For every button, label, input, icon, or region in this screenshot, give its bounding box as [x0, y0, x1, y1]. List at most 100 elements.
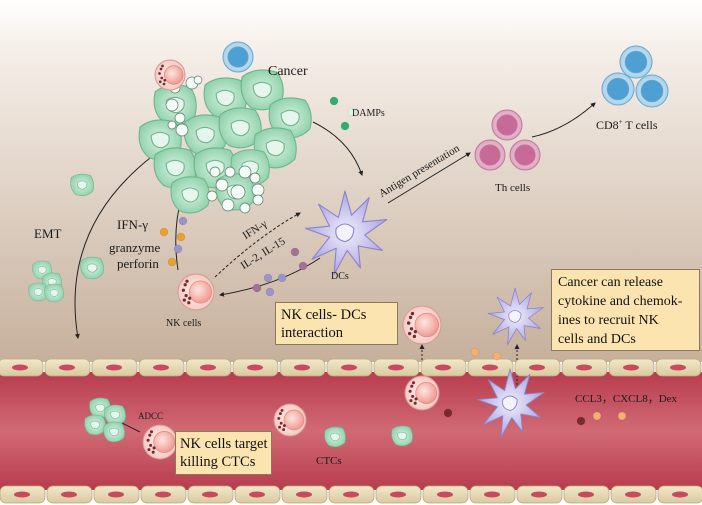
box-line: cells and DCs	[558, 332, 636, 347]
nk-granule	[158, 80, 162, 84]
lymphocyte	[619, 45, 653, 79]
endothelial-nucleus	[670, 364, 686, 371]
nk-granule	[148, 433, 152, 437]
ifn-gamma-dashed-arrow	[214, 212, 301, 278]
nk-cell-nucleus	[153, 431, 176, 453]
th-to-cd8-arrow	[531, 102, 596, 138]
dendritic-cell	[487, 287, 544, 346]
box-line: NK cells target	[180, 436, 268, 452]
nk-cell-nucleus	[164, 65, 184, 85]
label-nk-cells: NK cells	[166, 318, 202, 329]
endothelial-nucleus	[296, 491, 312, 498]
label-cd8-t-cells: CD8+ T cells	[596, 118, 658, 133]
cytokine-dot	[298, 261, 308, 271]
nk-granule	[407, 331, 412, 336]
antigen-presentation-arrow	[387, 152, 471, 204]
endothelial-nucleus	[200, 364, 216, 371]
cancer-cell	[104, 404, 126, 426]
cytokine-dot	[173, 244, 183, 254]
label-adcc: ADCC	[138, 411, 164, 421]
vesicle	[193, 75, 203, 85]
endothelial-nucleus	[343, 491, 359, 498]
cd8-text: CD8	[596, 118, 619, 132]
nk-granule	[147, 448, 151, 452]
lymphocyte	[635, 74, 669, 108]
vesicle	[174, 112, 186, 124]
t-cells-text: T cells	[622, 118, 658, 132]
endothelial-nucleus	[388, 364, 404, 371]
label-perforin: perforin	[117, 256, 159, 271]
nk-granule	[410, 311, 415, 316]
box-line: NK cells- DCs	[281, 307, 367, 323]
dendritic-cell-nucleus	[502, 395, 518, 411]
small-cells	[28, 41, 669, 460]
dendritic-cell	[304, 190, 388, 276]
nk-granule	[149, 443, 153, 447]
box-nk-dc-interaction: NK cells- DCs interaction	[275, 302, 398, 345]
cancer-cell-nucleus	[33, 288, 43, 296]
cancer-cell	[391, 425, 413, 447]
nk-cell-nucleus	[415, 382, 438, 404]
label-emt: EMT	[34, 226, 62, 241]
vesicle	[230, 184, 246, 200]
cd8-superscript: +	[618, 118, 623, 126]
cytokine-dot	[178, 216, 188, 226]
cancer-cell	[218, 107, 262, 149]
nk-granule	[409, 327, 414, 331]
label-dcs: DCs	[331, 271, 349, 282]
box-nk-target: NK cells target killing CTCs	[175, 431, 272, 475]
nk-granule	[181, 288, 186, 292]
label-cancer: Cancer	[268, 64, 308, 79]
nk-cell	[177, 273, 215, 311]
nk-granule	[278, 425, 282, 429]
vesicle	[206, 190, 218, 202]
cancer-cell	[183, 114, 227, 156]
endothelial-nucleus	[106, 364, 122, 371]
nk-granule	[277, 416, 281, 420]
cancer-cell-nucleus	[95, 403, 105, 413]
cancer-cell	[240, 69, 284, 111]
endothelial-nucleus	[390, 491, 406, 498]
nk-cell	[273, 403, 307, 437]
cancer-cell	[84, 414, 106, 436]
nk-granule	[413, 401, 417, 405]
label-ctcs: CTCs	[316, 455, 342, 467]
vesicle	[239, 202, 251, 214]
cancer-cell-nucleus	[265, 139, 285, 157]
cancer-cell	[80, 256, 104, 280]
vesicle	[165, 98, 179, 112]
cytokine-dot	[265, 287, 275, 297]
endothelial-nucleus	[623, 364, 639, 371]
cancer-cell	[103, 421, 125, 443]
cancer-cluster	[138, 69, 312, 214]
lymphocyte	[474, 139, 506, 171]
endothelial-nucleus	[341, 364, 357, 371]
nk-granule	[282, 424, 286, 428]
vesicle	[251, 183, 265, 197]
lymphocyte	[491, 109, 523, 141]
cytokine-dot	[159, 227, 169, 237]
endothelial-nucleus	[14, 491, 30, 498]
endothelial-nucleus	[576, 364, 592, 371]
cancer-cell-nucleus	[195, 126, 215, 144]
vesicle	[238, 165, 252, 179]
endothelial-nucleus	[61, 491, 77, 498]
dendritic-cell-nucleus	[335, 223, 355, 243]
cytokine-dot	[290, 247, 300, 257]
nk-granule	[412, 334, 417, 339]
dendritic-cell-nucleus	[508, 310, 522, 323]
il2-il15-arrow	[219, 257, 321, 297]
endothelial-nucleus	[529, 364, 545, 371]
nk-granule	[187, 301, 191, 305]
box-line: interaction	[281, 325, 344, 341]
nk-granule	[183, 283, 187, 287]
nk-granule	[146, 438, 150, 442]
nk-granule	[162, 82, 166, 86]
nk-cell	[404, 375, 440, 411]
nk-granule	[149, 430, 154, 434]
endothelial-nucleus	[153, 364, 169, 371]
endothelial-nucleus	[12, 364, 28, 371]
cytokine-dot	[443, 408, 453, 418]
nk-granule	[152, 446, 156, 450]
